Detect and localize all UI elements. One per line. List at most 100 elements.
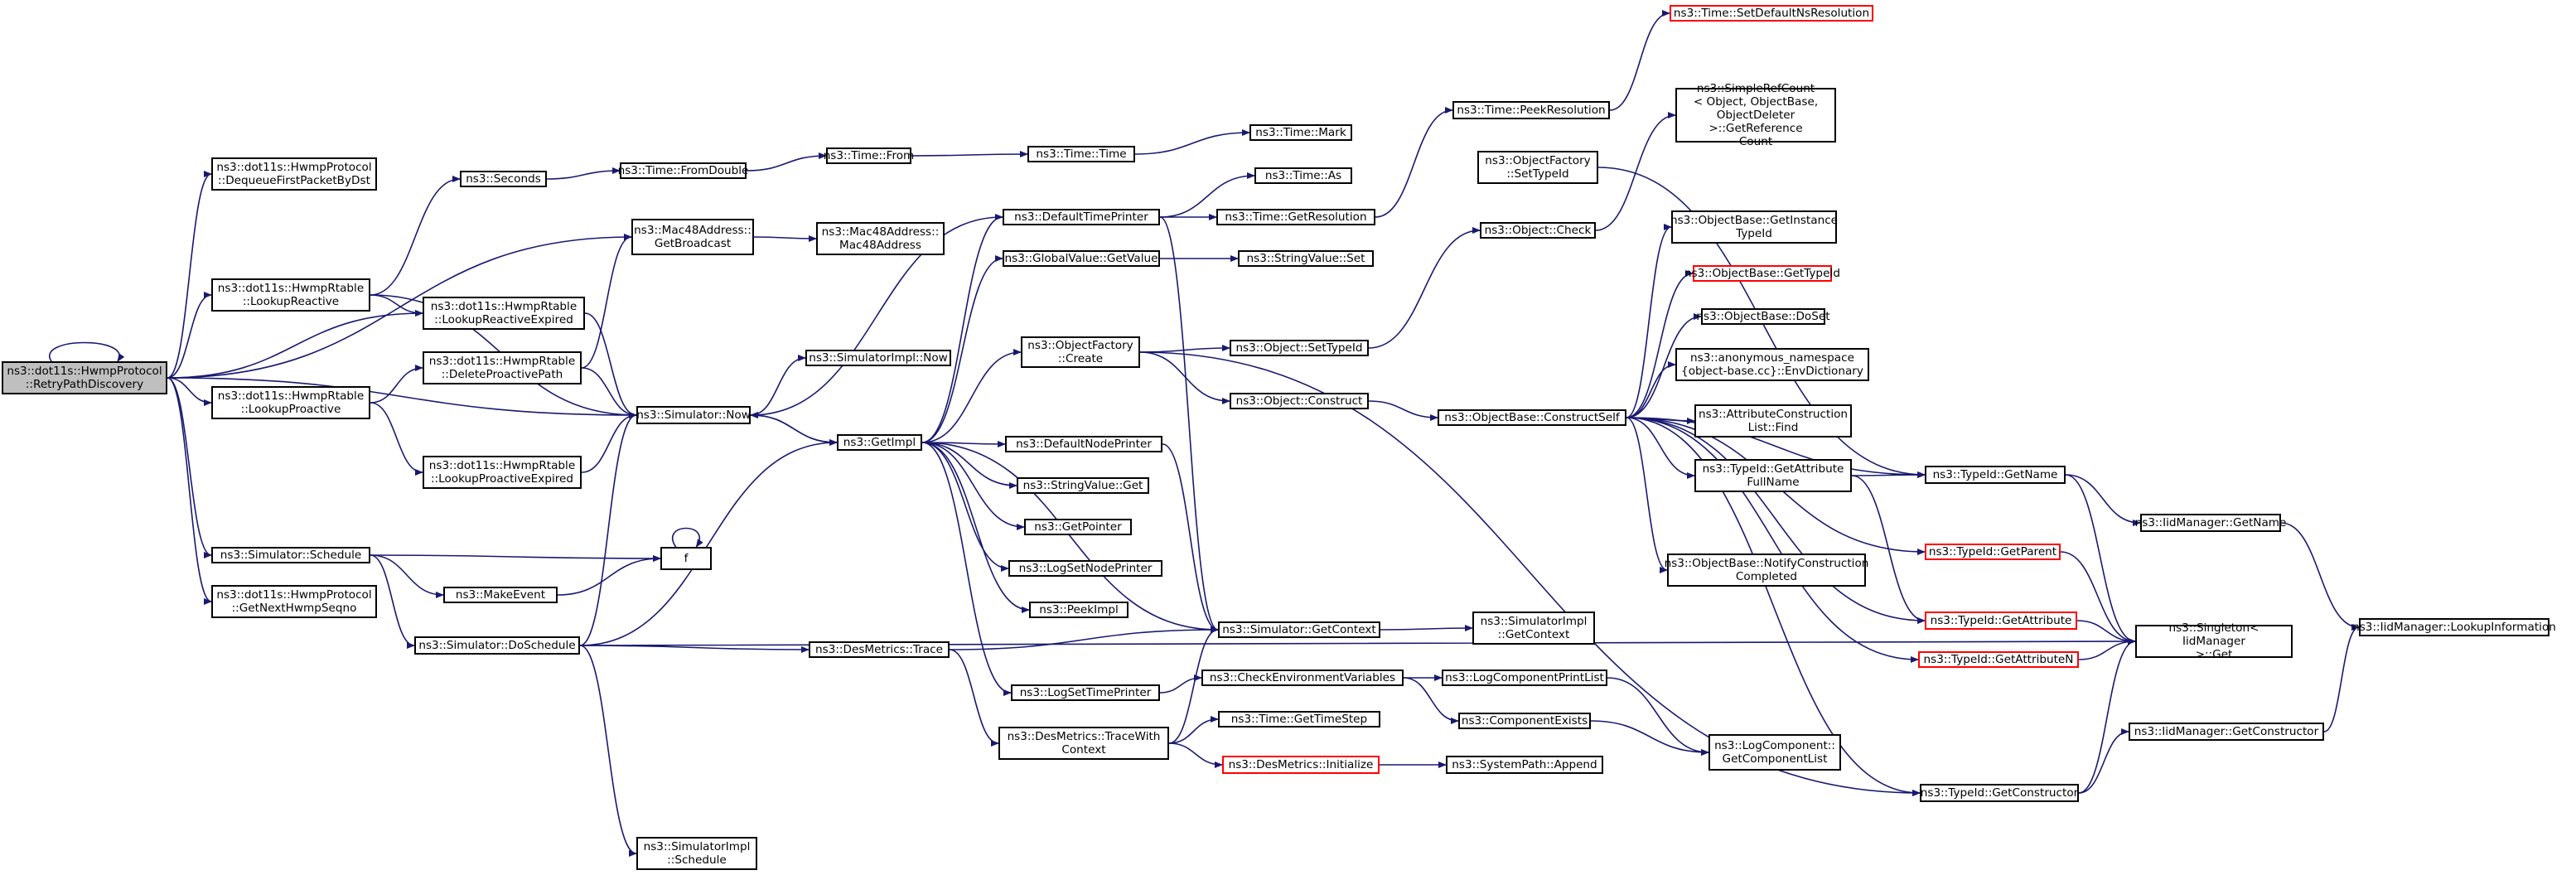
node-timeAs[interactable]: ns3::Time::As [1254,167,1352,184]
node-logCompPrintList[interactable]: ns3::LogComponentPrintList [1442,670,1607,686]
node-getCompList[interactable]: ns3::LogComponent:: GetComponentList [1708,734,1841,771]
node-getAttrFullName[interactable]: ns3::TypeId::GetAttribute FullName [1694,459,1852,492]
edge-f-to-f [672,527,703,548]
node-objSetTypeId[interactable]: ns3::Object::SetTypeId [1230,340,1369,356]
node-desInit[interactable]: ns3::DesMetrics::Initialize [1222,756,1380,774]
edge-objCheck-to-simpleRefCount [1595,112,1676,231]
edge-deleteProactive-to-getBroadcast [581,234,632,369]
node-notifyCompleted[interactable]: ns3::ObjectBase::NotifyConstruction Comp… [1665,554,1868,587]
node-iidGetName[interactable]: ns3::IidManager::GetName [2135,514,2286,532]
edge-getImpl-to-defTimePrinter [921,214,1003,443]
edge-checkEnv-to-compExists [1403,677,1459,724]
node-fromDouble[interactable]: ns3::Time::FromDouble [617,162,749,179]
edge-reactiveExpired-to-simNow [584,312,637,418]
edge-schedule-to-doSchedule [370,554,415,649]
node-logSetNodePrinter[interactable]: ns3::LogSetNodePrinter [1008,560,1162,577]
node-ofCreate[interactable]: ns3::ObjectFactory ::Create [1021,336,1140,368]
node-implNow[interactable]: ns3::SimulatorImpl::Now [805,350,951,366]
node-checkEnv[interactable]: ns3::CheckEnvironmentVariables [1201,670,1404,686]
edge-objConstruct-to-constructSelf [1368,400,1438,421]
node-timeFrom[interactable]: ns3::Time::From [823,147,915,164]
edge-fromDouble-to-timeFrom [746,152,827,172]
node-getAttributeN[interactable]: ns3::TypeId::GetAttributeN [1918,651,2079,668]
edge-getImpl-to-getPointer [921,442,1025,530]
node-iidGetCtor[interactable]: ns3::IidManager::GetConstructor [2129,723,2324,741]
node-getAttribute[interactable]: ns3::TypeId::GetAttribute [1925,612,2077,630]
edge-proactiveExpired-to-simNow [581,412,637,473]
node-svGet[interactable]: ns3::StringValue::Get [1017,477,1149,494]
node-implSchedule[interactable]: ns3::SimulatorImpl ::Schedule [636,837,757,870]
node-lookupInfo[interactable]: ns3::IidManager::LookupInformation [2352,618,2556,636]
node-lookupProactive[interactable]: ns3::dot11s::HwmpRtable ::LookupProactiv… [211,386,370,419]
node-getPointer[interactable]: ns3::GetPointer [1024,519,1132,535]
node-attrListFind[interactable]: ns3::AttributeConstruction List::Find [1694,404,1852,438]
edge-typeGetName-to-iidGetName [2065,474,2141,526]
node-peekRes[interactable]: ns3::Time::PeekResolution [1452,101,1610,119]
node-traceWithCtx[interactable]: ns3::DesMetrics::TraceWith Context [998,727,1169,760]
edge-typeGetCtor-to-iidGetCtor [2078,728,2129,794]
node-envDict[interactable]: ns3::anonymous_namespace {object-base.cc… [1675,348,1869,381]
node-doSchedule[interactable]: ns3::Simulator::DoSchedule [414,636,580,655]
node-desTrace[interactable]: ns3::DesMetrics::Trace [809,641,950,658]
edge-iidGetCtor-to-lookupInfo [2323,624,2360,732]
edge-defTimePrinter-to-simNow [750,216,1003,418]
node-gvGetValue[interactable]: ns3::GlobalValue::GetValue [1003,250,1160,267]
node-peekImpl[interactable]: ns3::PeekImpl [1029,602,1129,618]
node-compExists[interactable]: ns3::ComponentExists [1458,713,1591,729]
edge-getImpl-to-gvGetValue [921,255,1003,443]
node-seconds[interactable]: ns3::Seconds [460,171,547,187]
node-objCheck[interactable]: ns3::Object::Check [1480,222,1596,239]
node-getNextSeqno[interactable]: ns3::dot11s::HwmpProtocol ::GetNextHwmpS… [211,585,377,618]
node-timeMark[interactable]: ns3::Time::Mark [1249,124,1352,141]
edge-typeGetCtor-to-singletonGet [2078,638,2136,794]
node-dequeue[interactable]: ns3::dot11s::HwmpProtocol ::DequeueFirst… [211,157,377,191]
node-logSetTimePrinter[interactable]: ns3::LogSetTimePrinter [1011,684,1160,701]
edge-getImpl-to-simNow [750,412,838,443]
edge-defTimePrinter-to-simGetContext [1159,216,1219,633]
node-deleteProactive[interactable]: ns3::dot11s::HwmpRtable ::DeleteProactiv… [423,351,582,384]
node-timeGetRes[interactable]: ns3::Time::GetResolution [1216,209,1375,225]
node-typeGetName[interactable]: ns3::TypeId::GetName [1925,466,2066,484]
edge-constructSelf-to-typeGetName [1626,417,1926,478]
node-sysAppend[interactable]: ns3::SystemPath::Append [1446,756,1603,774]
edge-lookupProactive-to-proactiveExpired [370,402,423,476]
node-simNow[interactable]: ns3::Simulator::Now [636,406,751,424]
node-getTypeIdRed[interactable]: ns3::ObjectBase::GetTypeId [1684,265,1841,282]
node-getTimeStep[interactable]: ns3::Time::GetTimeStep [1218,711,1380,728]
node-timeTime[interactable]: ns3::Time::Time [1027,146,1135,162]
edge-root-to-lookupReactive [167,292,212,379]
node-setDefNs[interactable]: ns3::Time::SetDefaultNsResolution [1670,5,1873,22]
node-schedule[interactable]: ns3::Simulator::Schedule [211,547,370,563]
node-simGetContext[interactable]: ns3::Simulator::GetContext [1218,621,1380,638]
node-ofSetTypeId[interactable]: ns3::ObjectFactory ::SetTypeId [1477,151,1598,184]
node-getImpl[interactable]: ns3::GetImpl [837,434,922,451]
node-defTimePrinter[interactable]: ns3::DefaultTimePrinter [1003,209,1160,225]
edge-getImpl-to-ofCreate [921,349,1022,443]
node-getInstTypeId[interactable]: ns3::ObjectBase::GetInstance TypeId [1670,210,1838,244]
node-getBroadcast[interactable]: ns3::Mac48Address:: GetBroadcast [631,219,754,255]
node-lookupReactive[interactable]: ns3::dot11s::HwmpRtable ::LookupReactive [211,278,370,312]
edge-root-to-lookupProactive [167,377,212,406]
node-typeGetCtor[interactable]: ns3::TypeId::GetConstructor [1920,784,2079,802]
node-mac48Ctor[interactable]: ns3::Mac48Address:: Mac48Address [816,222,945,255]
node-constructSelf[interactable]: ns3::ObjectBase::ConstructSelf [1438,409,1626,426]
edge-desTrace-to-traceWithCtx [949,649,999,747]
edge-constructSelf-to-getAttribute [1626,417,1926,624]
node-makeEvent[interactable]: ns3::MakeEvent [443,587,558,603]
node-singletonGet[interactable]: ns3::Singleton< IidManager >::Get [2135,621,2293,661]
node-doSet[interactable]: ns3::ObjectBase::DoSet [1696,308,1830,325]
node-svSet[interactable]: ns3::StringValue::Set [1238,250,1374,267]
node-defNodePrinter[interactable]: ns3::DefaultNodePrinter [1005,436,1162,452]
edge-makeEvent-to-f [557,555,661,596]
edge-getImpl-to-simGetContext [921,442,1219,633]
node-proactiveExpired[interactable]: ns3::dot11s::HwmpRtable ::LookupProactiv… [423,456,582,489]
node-getParent[interactable]: ns3::TypeId::GetParent [1925,544,2061,560]
edge-logCompPrintList-to-getCompList [1607,677,1709,756]
node-simpleRefCount[interactable]: ns3::SimpleRefCount < Object, ObjectBase… [1675,82,1836,148]
edge-getParent-to-singletonGet [2060,551,2136,645]
node-implGetContext[interactable]: ns3::SimulatorImpl ::GetContext [1472,612,1595,645]
node-reactiveExpired[interactable]: ns3::dot11s::HwmpRtable ::LookupReactive… [423,297,585,330]
node-objConstruct[interactable]: ns3::Object::Construct [1230,393,1369,409]
node-f[interactable]: f [660,547,712,570]
edge-getBroadcast-to-mac48Ctor [753,234,817,242]
